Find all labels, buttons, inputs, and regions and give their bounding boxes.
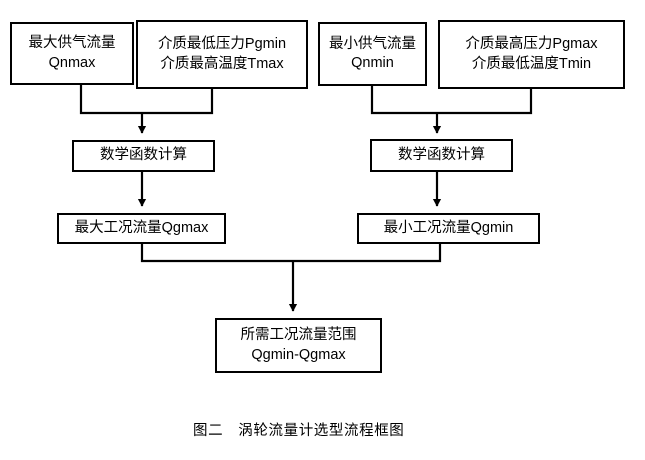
node-max-working-flow-qgmax: 最大工况流量Qgmax <box>57 213 226 244</box>
node-math-function-calc-left: 数学函数计算 <box>72 140 215 172</box>
node-required-flow-range-line2: Qgmin-Qgmax <box>251 346 346 363</box>
node-math-function-calc-right: 数学函数计算 <box>370 139 513 172</box>
node-max-supply-flow: 最大供气流量 Qnmax <box>10 22 134 85</box>
node-max-pressure-min-temp-line2: 介质最低温度Tmin <box>471 55 592 72</box>
node-min-working-flow-qgmin-label: 最小工况流量Qgmin <box>383 219 514 236</box>
node-min-supply-flow-line2: Qnmin <box>351 55 394 71</box>
node-min-supply-flow-line1: 最小供气流量 <box>329 35 416 52</box>
node-math-function-calc-left-label: 数学函数计算 <box>100 147 187 164</box>
node-required-flow-range: 所需工况流量范围 Qgmin-Qgmax <box>215 318 382 373</box>
node-min-pressure-max-temp-line2: 介质最高温度Tmax <box>160 55 284 72</box>
node-max-pressure-min-temp-line1: 介质最高压力Pgmax <box>465 36 598 53</box>
node-min-supply-flow: 最小供气流量 Qnmin <box>318 22 427 86</box>
connector-right-join <box>370 86 533 115</box>
node-min-pressure-max-temp-line1: 介质最低压力Pgmin <box>157 36 287 53</box>
node-min-pressure-max-temp: 介质最低压力Pgmin 介质最高温度Tmax <box>136 20 308 89</box>
node-max-supply-flow-line1: 最大供气流量 <box>28 35 116 52</box>
node-required-flow-range-line1: 所需工况流量范围 <box>240 327 357 344</box>
node-max-supply-flow-line2: Qnmax <box>48 54 96 71</box>
figure-caption: 图二 涡轮流量计选型流程框图 <box>193 423 405 439</box>
node-max-pressure-min-temp: 介质最高压力Pgmax 介质最低温度Tmin <box>438 20 625 89</box>
node-min-working-flow-qgmin: 最小工况流量Qgmin <box>357 213 540 244</box>
connector-bottom-join <box>140 243 442 263</box>
connector-left-join <box>79 85 214 115</box>
node-max-working-flow-qgmax-label: 最大工况流量Qgmax <box>74 219 209 236</box>
node-math-function-calc-right-label: 数学函数计算 <box>398 146 485 163</box>
